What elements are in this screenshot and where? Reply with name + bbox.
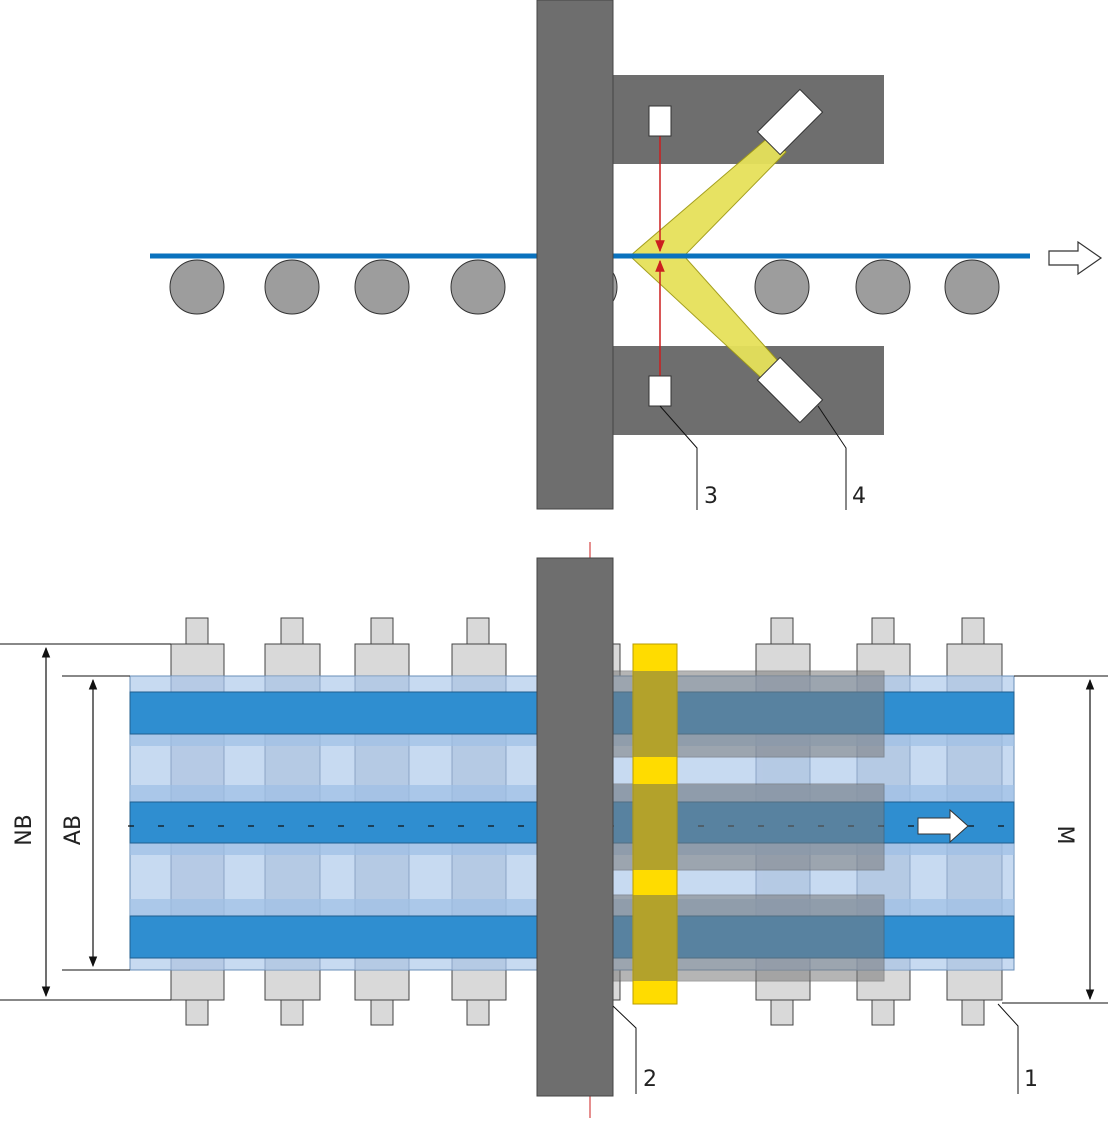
callout-1-leader xyxy=(997,1003,1019,1094)
lower-laser-head xyxy=(756,356,824,424)
frame-pillar-side xyxy=(536,0,614,510)
callout-2: 2 xyxy=(643,1067,657,1092)
roller xyxy=(754,259,810,315)
top-bearings xyxy=(170,617,1003,677)
bottom-bearings xyxy=(170,969,1003,1026)
roller xyxy=(354,259,410,315)
lower-thickness-sensor xyxy=(648,375,672,407)
dim-nb-label: NB xyxy=(12,814,37,846)
roller xyxy=(169,259,225,315)
callout-1: 1 xyxy=(1024,1067,1038,1092)
callout-3-leader xyxy=(659,405,698,510)
callout-2-leader xyxy=(612,1005,637,1094)
dim-ab-label: AB xyxy=(61,815,86,845)
laser-line-bar-shaded xyxy=(633,671,677,981)
callout-3: 3 xyxy=(704,484,718,509)
roller xyxy=(855,259,911,315)
roller xyxy=(264,259,320,315)
roller xyxy=(944,259,1000,315)
upper-thickness-sensor xyxy=(648,105,672,137)
plan-view: NB AB M 1 2 xyxy=(0,542,1108,1118)
upper-laser-head xyxy=(756,88,824,156)
dim-m-label: M xyxy=(1052,826,1077,845)
side-view: 3 4 xyxy=(150,0,1103,510)
roller xyxy=(450,259,506,315)
callout-4: 4 xyxy=(852,484,866,509)
callout-4-leader xyxy=(817,405,847,510)
plan-direction-arrow-icon xyxy=(917,808,969,844)
side-direction-arrow-icon xyxy=(1048,240,1103,276)
frame-pillar-plan xyxy=(536,557,614,1097)
